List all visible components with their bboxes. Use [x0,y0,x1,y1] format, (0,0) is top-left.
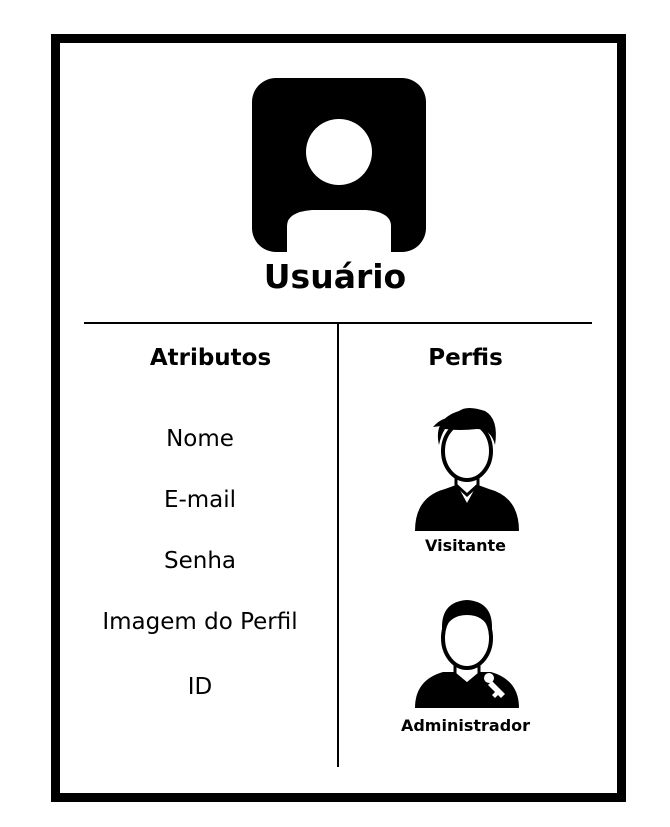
attributes-header: Atributos [149,345,272,371]
profile-label-visitor: Visitante [425,536,506,555]
vertical-divider [337,323,339,767]
profile-label-admin: Administrador [400,716,531,735]
attribute-name: Nome [166,426,234,452]
attribute-profile-image: Imagem do Perfil [102,609,298,635]
attribute-id: ID [187,674,213,700]
attribute-password: Senha [164,548,236,574]
attribute-email: E-mail [163,487,237,513]
user-avatar-icon [252,78,426,252]
profiles-header: Perfis [428,345,503,371]
admin-user-key-icon [415,600,519,708]
visitor-user-icon [415,408,519,531]
entity-title: Usuário [263,257,407,296]
